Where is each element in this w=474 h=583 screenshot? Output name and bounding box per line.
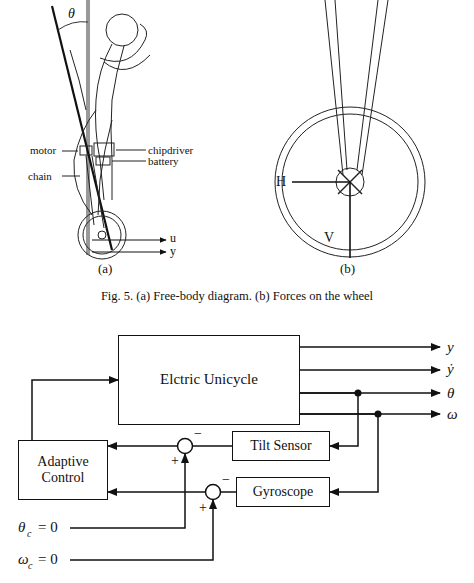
reference-symbol: ω <box>18 551 29 568</box>
sign-symbol: − <box>194 426 202 441</box>
summing-junction <box>206 485 221 500</box>
part-name: battery <box>148 155 179 167</box>
box-label: Tilt Sensor <box>250 438 311 454</box>
force-name: H <box>276 174 286 189</box>
sign-symbol: − <box>222 472 230 487</box>
output-signal: ω <box>447 406 458 423</box>
box-label: Adaptive Control <box>23 454 103 486</box>
output-signal: θ <box>447 385 454 402</box>
box-label: Gyroscope <box>253 484 314 500</box>
signal-connector <box>32 380 118 440</box>
figure-caption: Fig. 5. (a) Free-body diagram. (b) Force… <box>0 289 474 304</box>
controller-box: Adaptive Control <box>18 440 108 500</box>
free-body-sketch <box>52 0 166 259</box>
reference-value: = 0 <box>38 551 58 568</box>
subscript: c <box>27 528 31 539</box>
sensor-box: Gyroscope <box>236 477 330 507</box>
output-signal: y <box>447 339 454 356</box>
subfigure-label: (a) <box>98 262 112 276</box>
output-signal: ẏ <box>447 361 454 378</box>
subfigure-label: (b) <box>340 262 355 276</box>
part-name: chain <box>28 170 52 182</box>
reference-symbol: θ <box>18 519 25 536</box>
plant-box: Elctric Unicycle <box>118 335 300 425</box>
output-signals <box>300 347 440 417</box>
part-name: motor <box>30 144 56 156</box>
wheel-forces <box>275 0 425 258</box>
sensor-box: Tilt Sensor <box>232 431 330 461</box>
part-name: chipdriver <box>148 144 193 156</box>
subscript: c <box>28 560 32 571</box>
sign-symbol: + <box>199 500 207 515</box>
force-name: V <box>324 230 334 245</box>
box-label: Elctric Unicycle <box>160 371 258 388</box>
signal-name: u <box>170 232 176 245</box>
angle-symbol: θ <box>68 6 75 21</box>
signal-name: y <box>170 245 176 258</box>
summing-junction <box>178 439 193 454</box>
signal-connector <box>108 445 232 447</box>
reference-value: = 0 <box>38 519 58 536</box>
sign-symbol: + <box>171 453 179 468</box>
